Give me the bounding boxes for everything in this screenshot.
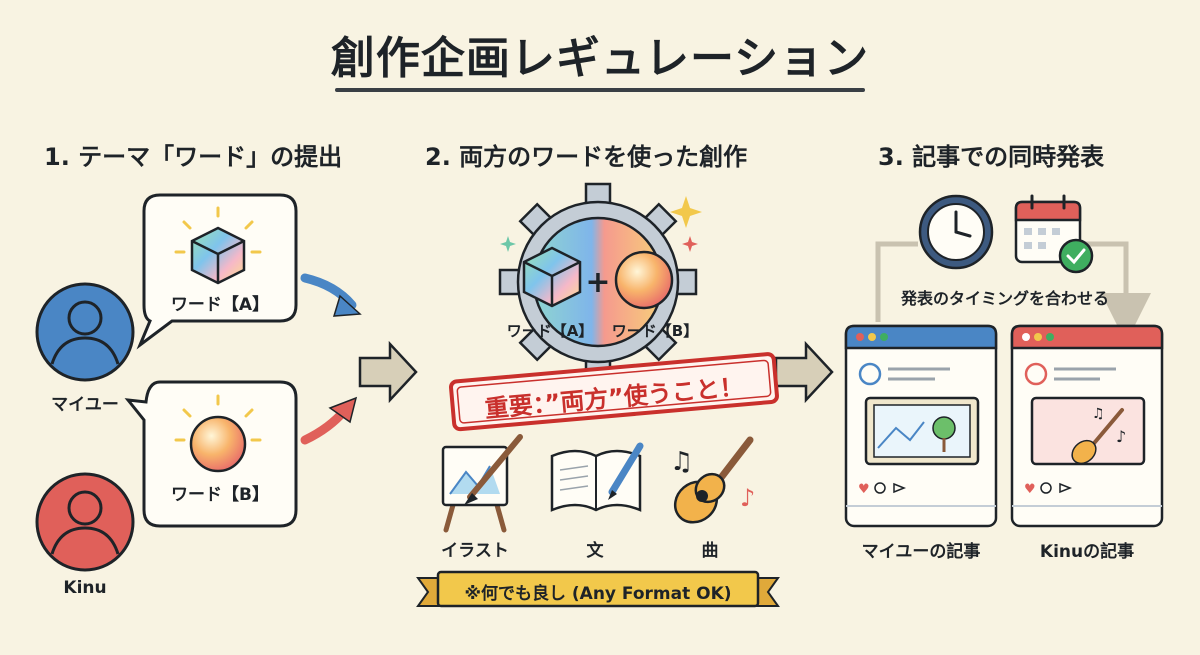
svg-text:♪: ♪ <box>740 484 755 512</box>
word-a-label: ワード【A】 <box>170 295 270 315</box>
timing-label: 発表のタイミングを合わせる <box>900 289 1109 308</box>
step-1-heading: 1. テーマ「ワード」の提出 <box>44 143 343 171</box>
step-2-heading: 2. 両方のワードを使った創作 <box>425 143 748 171</box>
user-avatar-maiyu <box>35 282 135 382</box>
svg-text:♫: ♫ <box>670 447 693 477</box>
calendar-check-icon <box>1014 194 1094 274</box>
sphere-icon-b <box>174 394 262 473</box>
arrow-step1-to-step2 <box>358 340 418 404</box>
step-3-heading: 3. 記事での同時発表 <box>878 143 1105 171</box>
svg-text:♥: ♥ <box>1024 482 1036 497</box>
gear-word-a-label: ワード【A】 <box>506 322 594 340</box>
media-label-illust: イラスト <box>441 541 509 561</box>
article-window-kinu: ♪ ♫ ♥ <box>1010 324 1164 528</box>
page-title: 創作企画レギュレーション <box>330 33 870 84</box>
user-label-maiyu: マイユー <box>51 395 119 415</box>
easel-painting-icon <box>441 434 523 533</box>
svg-text:♫: ♫ <box>1092 406 1105 422</box>
svg-text:♥: ♥ <box>858 482 870 497</box>
arrow-a-to-center <box>300 273 357 310</box>
user-label-kinu: Kinu <box>63 578 107 598</box>
clock-icon <box>918 194 994 270</box>
timing-line-right <box>1080 241 1151 343</box>
arrow-step2-to-step3 <box>774 340 834 404</box>
book-pencil-icon <box>550 442 644 512</box>
important-stamp <box>449 352 779 432</box>
timing-line-left <box>875 241 918 322</box>
article-window-maiyu: ♥ <box>844 324 998 528</box>
gear-icon <box>498 182 698 382</box>
gear-word-b-label: ワード【B】 <box>611 322 699 340</box>
title-underline <box>335 88 865 92</box>
word-b-label: ワード【B】 <box>171 485 269 505</box>
media-label-music: 曲 <box>701 541 719 561</box>
article-label-kinu: Kinuの記事 <box>1039 542 1135 562</box>
guitar-icon: ♫ ♪ <box>670 436 755 524</box>
svg-text:♪: ♪ <box>1116 427 1126 446</box>
cube-icon-gear <box>522 246 582 308</box>
plus-icon: + <box>585 265 610 300</box>
any-format-ribbon <box>416 570 780 608</box>
any-format-note: ※何でも良し (Any Format OK) <box>464 584 732 604</box>
cube-icon-a <box>174 206 262 285</box>
sparkle-icons <box>500 196 702 252</box>
sphere-icon-gear <box>614 250 674 310</box>
user-avatar-kinu <box>35 472 135 572</box>
media-label-text: 文 <box>586 541 604 561</box>
article-label-maiyu: マイユーの記事 <box>861 542 981 562</box>
